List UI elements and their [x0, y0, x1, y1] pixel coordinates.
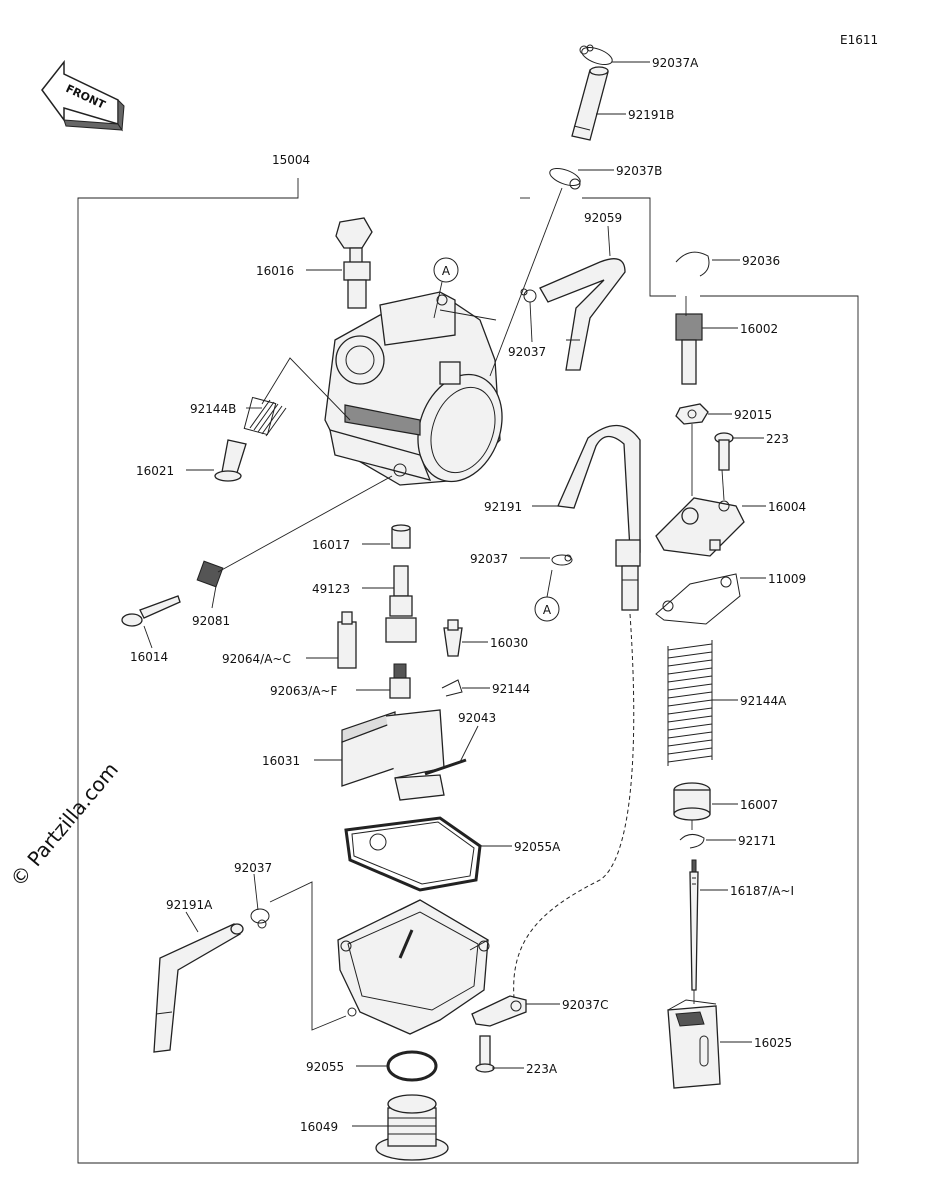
label-16021: 16021: [136, 464, 174, 478]
spring-92081-part: [196, 560, 224, 588]
nut-92015-part: [675, 403, 709, 425]
watermark: © Partzilla.com: [5, 758, 123, 892]
ring-92036-part: [675, 251, 710, 277]
svg-text:A: A: [543, 603, 552, 617]
o-ring-92055-part: [386, 1050, 438, 1082]
hose-92191b-part: [571, 66, 609, 141]
label-92059: 92059: [584, 211, 622, 225]
label-92036: 92036: [742, 254, 780, 268]
label-92037c: 92037C: [562, 998, 609, 1012]
label-92191b: 92191B: [628, 108, 674, 122]
needle-16187-part: [689, 859, 699, 991]
label-15004: 15004: [272, 153, 310, 167]
callout-a-lower: A: [534, 569, 560, 622]
screw-16016-part: [335, 217, 373, 309]
main-jet-92063-part: [389, 663, 411, 699]
svg-text:A: A: [442, 264, 451, 278]
clip-92037-top-part: [520, 288, 537, 303]
float-valve-16030-part: [443, 619, 463, 657]
label-16031: 16031: [262, 754, 300, 768]
pilot-jet-92064-part: [337, 611, 357, 669]
label-16049: 16049: [300, 1120, 338, 1134]
label-16016: 16016: [256, 264, 294, 278]
throttle-valve-16025-part: [667, 999, 721, 1089]
screw-223a-part: [475, 1035, 495, 1073]
clip-92037-low-part: [250, 908, 270, 929]
label-92043: 92043: [458, 711, 496, 725]
label-92037-low: 92037: [234, 861, 272, 875]
hose-92191a-part: [153, 923, 244, 1053]
seat-16007-part: [673, 782, 711, 821]
spring-92144a-part: [667, 640, 713, 766]
screw-16021-part: [214, 439, 247, 482]
screw-223-part: [714, 432, 734, 471]
carburetor-body-part: [324, 291, 503, 486]
label-92055a: 92055A: [514, 840, 561, 854]
clamp-92037c-part: [471, 995, 527, 1027]
float-bowl-part: [337, 899, 490, 1035]
label-92037b: 92037B: [616, 164, 662, 178]
clip-92037-mid-part: [551, 554, 573, 566]
label-16014: 16014: [130, 650, 168, 664]
front-arrow-icon: FRONT: [41, 59, 125, 132]
label-92015: 92015: [734, 408, 772, 422]
diagram-code: E1611: [840, 33, 878, 47]
hose-92191-part: [557, 424, 641, 611]
plug-16049-part: [375, 1094, 449, 1161]
clip-92171-part: [679, 834, 705, 849]
label-92144b: 92144B: [190, 402, 236, 416]
hose-92059-part: [539, 258, 626, 371]
label-92037-top: 92037: [508, 345, 546, 359]
label-92037-mid: 92037: [470, 552, 508, 566]
label-16004: 16004: [768, 500, 806, 514]
label-92191: 92191: [484, 500, 522, 514]
screw-16014-part: [121, 595, 181, 627]
leader-lines: [143, 61, 766, 1127]
jet-16017-part: [391, 524, 411, 549]
label-92037a: 92037A: [652, 56, 699, 70]
spring-92144b-part: [243, 396, 287, 437]
label-92063: 92063/A~F: [270, 684, 337, 698]
label-223a: 223A: [526, 1062, 558, 1076]
label-223: 223: [766, 432, 789, 446]
clip-92144-part: [441, 679, 463, 697]
part-labels: 92037A 92191B 92037B 15004 92059 92036 1…: [130, 56, 806, 1134]
pin-92043-part: [424, 758, 467, 776]
cover-16004-part: [655, 497, 745, 557]
label-92191a: 92191A: [166, 898, 213, 912]
assembly-bracket: [77, 178, 859, 1164]
cap-16002-part: [675, 313, 703, 385]
label-92144: 92144: [492, 682, 530, 696]
callout-a-top: A: [433, 257, 459, 319]
gasket-11009-part: [655, 573, 741, 625]
label-92171: 92171: [738, 834, 776, 848]
needle-jet-49123-part: [385, 565, 417, 643]
label-92081: 92081: [192, 614, 230, 628]
clip-92037b-part: [549, 167, 581, 190]
label-16030: 16030: [490, 636, 528, 650]
gasket-92055a-part: [344, 816, 482, 892]
label-16017: 16017: [312, 538, 350, 552]
label-92144a: 92144A: [740, 694, 787, 708]
label-92064: 92064/A~C: [222, 652, 291, 666]
label-92055: 92055: [306, 1060, 344, 1074]
clip-92037a-part: [579, 44, 613, 66]
float-16031-part: [341, 709, 445, 801]
label-16007: 16007: [740, 798, 778, 812]
label-11009: 11009: [768, 572, 806, 586]
label-16187: 16187/A~I: [730, 884, 794, 898]
label-49123: 49123: [312, 582, 350, 596]
label-16002: 16002: [740, 322, 778, 336]
label-16025: 16025: [754, 1036, 792, 1050]
